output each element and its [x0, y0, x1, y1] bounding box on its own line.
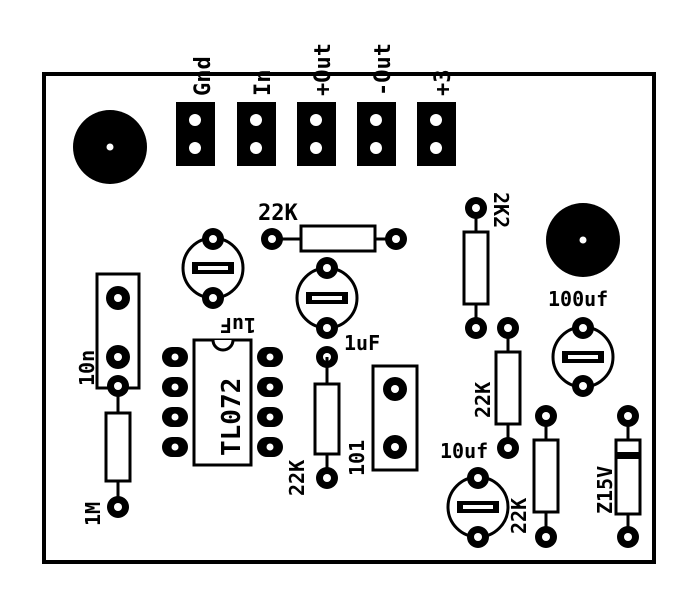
capacitor-100uf [551, 317, 615, 397]
board-outline [42, 72, 656, 564]
connector-plus3 [417, 102, 456, 166]
resistor-1m [104, 375, 132, 518]
capacitor-upper-left [181, 228, 245, 309]
label-plus3: +3 [431, 70, 456, 97]
label-22k-top: 22K [258, 201, 298, 226]
resistor-2k2 [462, 197, 490, 339]
label-2k2: 2K2 [489, 192, 513, 228]
label-tl072: TL072 [217, 378, 247, 456]
label-1uf-inverted: 1uF [220, 313, 256, 337]
capacitor-10uf [446, 467, 510, 548]
mounting-hole-left [73, 110, 147, 184]
label-1m: 1M [81, 502, 105, 526]
label-22k-mid: 22K [471, 382, 495, 418]
connector-plus-out [297, 102, 336, 166]
resistor-22k-top [261, 224, 407, 253]
resistor-22k-bottom [532, 405, 560, 548]
label-plus-out: +Out [311, 43, 336, 96]
connector-in [237, 102, 276, 166]
label-zener: Z15V [593, 466, 617, 514]
capacitor-center [295, 257, 359, 339]
label-gnd: Gnd [191, 56, 216, 96]
resistor-22k-left [313, 357, 341, 489]
label-10uf: 10uf [440, 439, 488, 463]
label-101: 101 [345, 440, 369, 476]
mounting-hole-right [546, 203, 620, 277]
label-100uf: 100uf [548, 287, 608, 311]
resistor-22k-mid [494, 317, 522, 459]
connector-gnd [176, 102, 215, 166]
label-22k-bottom: 22K [507, 498, 531, 534]
connector-minus-out [357, 102, 396, 166]
label-10n: 10n [75, 350, 99, 386]
label-minus-out: -Out [371, 43, 396, 96]
label-1uf: 1uF [344, 331, 380, 355]
ic-tl072 [162, 338, 283, 467]
label-in: In [251, 70, 276, 97]
capacitor-10n [95, 272, 141, 390]
diode-zener [614, 405, 642, 548]
capacitor-101 [371, 364, 419, 472]
label-22k-left: 22K [285, 460, 309, 496]
